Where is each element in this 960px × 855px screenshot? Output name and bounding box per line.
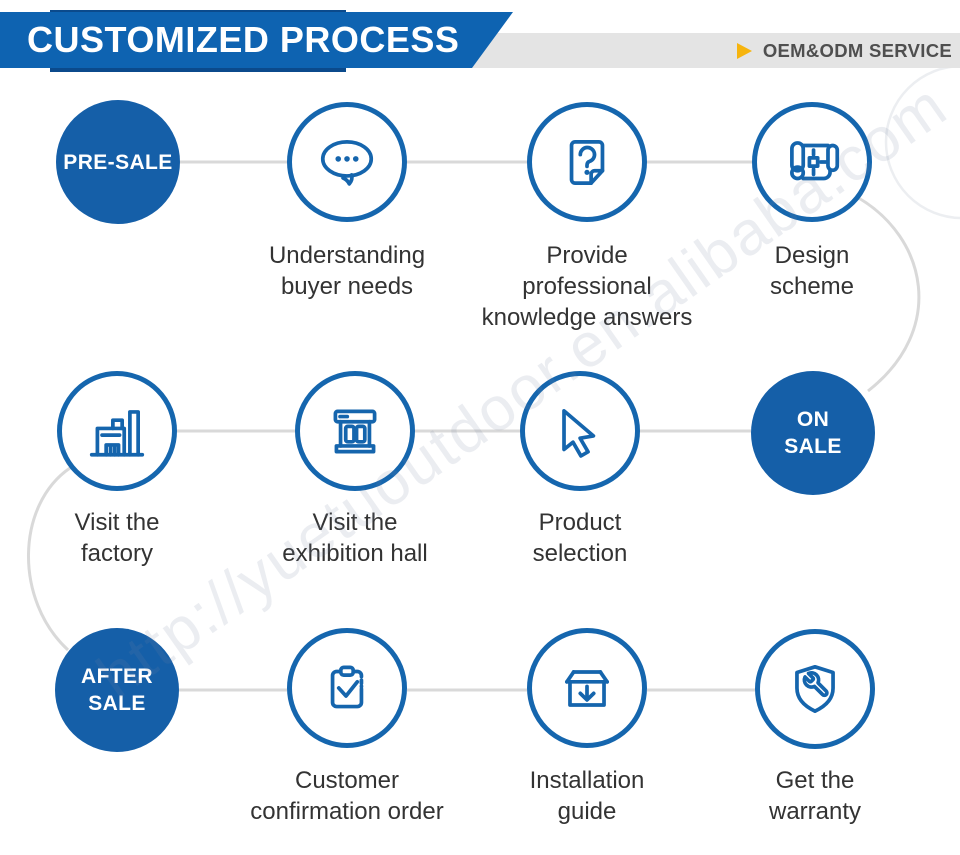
clipboard-check-icon xyxy=(330,665,364,709)
step-label: Get the warranty xyxy=(768,767,862,825)
stage-on-sale: ON SALE xyxy=(751,371,875,495)
step-visit-exhibition-hall xyxy=(295,371,415,491)
exhibition-hall-icon xyxy=(333,409,377,454)
service-badge: OEM&ODM SERVICE xyxy=(736,33,952,68)
step-visit-factory xyxy=(57,371,177,491)
step-design-scheme xyxy=(752,102,872,222)
page-title: CUSTOMIZED PROCESS xyxy=(0,12,513,68)
step-label: Visit the factory xyxy=(74,509,160,567)
step-get-the-warranty xyxy=(755,629,875,749)
step-label: Product selection xyxy=(532,509,628,567)
step-customer-confirmation-order xyxy=(287,628,407,748)
arrow-right-icon xyxy=(736,42,752,59)
step-label: Visit the exhibition hall xyxy=(282,509,428,567)
step-product-selection xyxy=(520,371,640,491)
step-installation-guide xyxy=(527,628,647,748)
step-label: Provide professional knowledge answers xyxy=(481,242,693,331)
stage-label: PRE-SALE xyxy=(63,150,173,174)
step-understanding-buyer-needs xyxy=(287,102,407,222)
chat-bubble-icon xyxy=(320,140,374,186)
cursor-icon xyxy=(562,409,596,458)
stage-after-sale: AFTER SALE xyxy=(55,628,179,752)
step-label: Design scheme xyxy=(769,242,855,300)
step-label: Understanding buyer needs xyxy=(268,242,426,300)
stage-pre-sale: PRE-SALE xyxy=(56,100,180,224)
shield-wrench-icon xyxy=(795,664,835,714)
step-provide-knowledge xyxy=(527,102,647,222)
box-download-icon xyxy=(565,670,609,707)
factory-icon xyxy=(89,410,145,457)
watermark-arc xyxy=(884,64,960,220)
blueprint-icon xyxy=(790,141,840,181)
question-document-icon xyxy=(569,140,605,185)
service-label: OEM&ODM SERVICE xyxy=(762,39,952,61)
stage-label: AFTER SALE xyxy=(81,665,153,715)
step-label: Customer confirmation order xyxy=(250,767,444,825)
stage-label: ON SALE xyxy=(784,408,842,458)
step-label: Installation guide xyxy=(529,767,645,825)
